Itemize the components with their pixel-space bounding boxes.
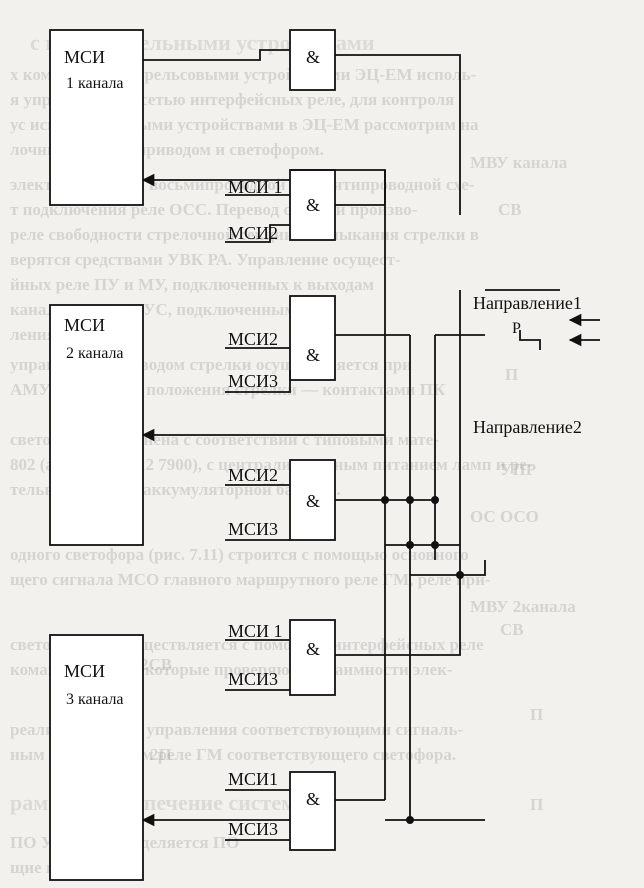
bg-margin: УПР — [500, 460, 536, 479]
junction-dot — [456, 571, 464, 579]
bg-margin: 2СВ — [140, 655, 172, 674]
gate-5-input-a: МСИ1 — [228, 769, 279, 789]
bg-margin: МВУ канала — [470, 153, 568, 172]
bg-line: йных реле ПУ и МУ, подключенных к выхода… — [10, 275, 374, 294]
and-symbol: & — [306, 491, 321, 511]
bg-margin: П — [530, 705, 543, 724]
msi-block-2 — [49, 304, 144, 546]
gate-1-input-b: МСИ2 — [228, 223, 279, 243]
msi-3-channel: 3 канала — [66, 691, 124, 708]
gate-4-input-a: МСИ 1 — [228, 621, 283, 641]
and-symbol: & — [306, 195, 321, 215]
and-symbol: & — [306, 345, 321, 365]
bg-margin: ОС ОСО — [470, 507, 539, 526]
and-gate-2 — [289, 295, 336, 381]
wire — [225, 370, 291, 393]
direction-2-label: Направление2 — [473, 417, 582, 437]
gate-1-input-a: МСИ 1 — [228, 177, 283, 197]
and-symbol: & — [306, 789, 321, 809]
junction-dot — [406, 816, 414, 824]
relay-wire — [519, 330, 541, 350]
msi-3-title: МСИ — [64, 661, 106, 681]
bg-margin: МВУ 2канала — [470, 597, 576, 616]
and-gate-5 — [289, 771, 336, 851]
and-symbol: & — [306, 47, 321, 67]
and-gate-1 — [289, 169, 336, 241]
gate-4-input-b: МСИ3 — [228, 669, 279, 689]
gate-3-input-a: МСИ2 — [228, 465, 279, 485]
msi-1-title: МСИ — [64, 47, 106, 67]
junction-dot — [431, 496, 439, 504]
gate-3-input-b: МСИ3 — [228, 519, 279, 539]
wire — [143, 49, 290, 61]
bg-line: одного светофора (рис. 7.11) строится с … — [10, 545, 469, 564]
wire — [225, 224, 290, 243]
junction-dot — [406, 496, 414, 504]
bg-line: реле свободности стрелочной секции и зам… — [10, 225, 479, 244]
junction-dot — [431, 541, 439, 549]
and-symbol: & — [306, 639, 321, 659]
bg-margin: П — [505, 365, 518, 384]
msi-1-channel: 1 канала — [66, 75, 124, 92]
msi-2-title: МСИ — [64, 315, 106, 335]
bg-margin: СВ — [498, 200, 522, 219]
bg-margin: 2П — [150, 745, 172, 764]
bg-line: верятся средствами УВК РА. Управление ос… — [10, 250, 401, 269]
direction-1-label: Направление1 — [473, 293, 582, 313]
msi-block-3 — [49, 634, 144, 881]
wire — [335, 54, 461, 215]
bg-line: щего сигнала МСО главного маршрутного ре… — [10, 570, 491, 589]
wire — [410, 560, 486, 576]
wire — [410, 580, 461, 656]
junction-dot — [381, 496, 389, 504]
bg-margin: П — [530, 795, 543, 814]
and-gate-main — [289, 29, 336, 91]
bg-margin: СВ — [500, 620, 524, 639]
and-gate-4 — [289, 619, 336, 696]
gate-5-input-b: МСИ3 — [228, 819, 279, 839]
msi-block-1 — [49, 29, 144, 206]
junction-dot — [406, 541, 414, 549]
gate-2-input-a: МСИ2 — [228, 329, 279, 349]
and-gate-3 — [289, 459, 336, 541]
gate-2-input-b: МСИ3 — [228, 371, 279, 391]
relay-label: Р — [512, 320, 521, 337]
msi-2-channel: 2 канала — [66, 345, 124, 362]
